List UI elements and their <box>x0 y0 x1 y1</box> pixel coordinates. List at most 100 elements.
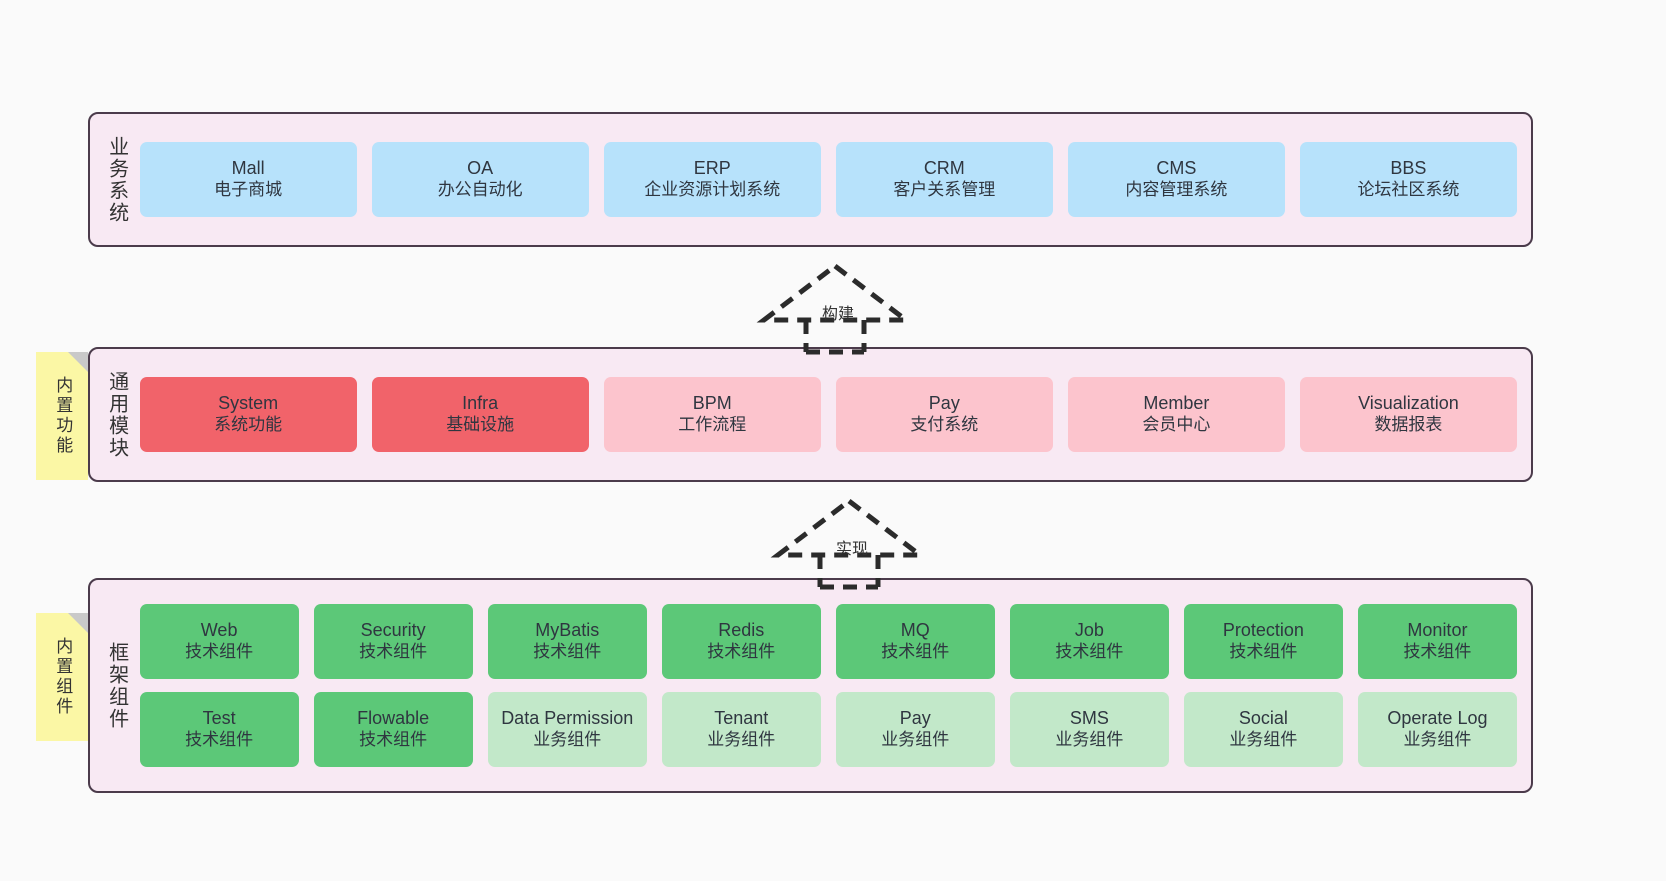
layer-framework-components[interactable]: 框架组件 Web 技术组件 Security 技术组件 MyBatis 技术组件… <box>88 578 1533 793</box>
note-builtin-components[interactable]: 内置组件 <box>36 613 88 741</box>
layer-business-systems-label: 业务系统 <box>105 135 128 224</box>
node-erp[interactable]: ERP 企业资源计划系统 <box>603 142 821 217</box>
node-title: Web <box>200 620 238 641</box>
node-title: Monitor <box>1407 620 1468 641</box>
layer-framework-components-body: Web 技术组件 Security 技术组件 MyBatis 技术组件 Redi… <box>138 604 1531 767</box>
node-subtitle: 业务组件 <box>881 730 950 750</box>
layer-business-systems[interactable]: 业务系统 Mall 电子商城 OA 办公自动化 ERP 企业资源计划系统 CRM… <box>88 112 1533 247</box>
node-subtitle: 数据报表 <box>1374 415 1443 435</box>
layer-common-modules-body: System 系统功能 Infra 基础设施 BPM 工作流程 Pay 支付系统… <box>138 377 1531 452</box>
node-redis[interactable]: Redis 技术组件 <box>661 604 821 679</box>
node-security[interactable]: Security 技术组件 <box>313 604 473 679</box>
node-visualization[interactable]: Visualization 数据报表 <box>1299 377 1517 452</box>
node-subtitle: 技术组件 <box>1403 642 1472 662</box>
node-title: ERP <box>693 158 731 179</box>
note-label: 内置功能 <box>53 376 73 456</box>
node-title: Operate Log <box>1387 708 1488 729</box>
node-pay-module[interactable]: Pay 支付系统 <box>835 377 1053 452</box>
node-subtitle: 工作流程 <box>678 415 747 435</box>
node-mall[interactable]: Mall 电子商城 <box>139 142 357 217</box>
node-subtitle: 办公自动化 <box>437 180 523 200</box>
node-title: MyBatis <box>535 620 600 641</box>
node-data-permission[interactable]: Data Permission 业务组件 <box>487 692 647 767</box>
node-subtitle: 技术组件 <box>359 642 428 662</box>
node-title: Flowable <box>357 708 430 729</box>
node-subtitle: 技术组件 <box>185 730 254 750</box>
node-infra[interactable]: Infra 基础设施 <box>371 377 589 452</box>
node-cms[interactable]: CMS 内容管理系统 <box>1067 142 1285 217</box>
node-subtitle: 业务组件 <box>533 730 602 750</box>
node-title: Job <box>1074 620 1104 641</box>
node-job[interactable]: Job 技术组件 <box>1009 604 1169 679</box>
node-sms[interactable]: SMS 业务组件 <box>1009 692 1169 767</box>
node-subtitle: 技术组件 <box>533 642 602 662</box>
node-title: Pay <box>928 393 960 414</box>
node-subtitle: 系统功能 <box>214 415 283 435</box>
node-row: Mall 电子商城 OA 办公自动化 ERP 企业资源计划系统 CRM 客户关系… <box>139 142 1517 217</box>
node-title: Member <box>1143 393 1210 414</box>
node-title: OA <box>467 158 494 179</box>
node-row: System 系统功能 Infra 基础设施 BPM 工作流程 Pay 支付系统… <box>139 377 1517 452</box>
node-subtitle: 技术组件 <box>359 730 428 750</box>
node-subtitle: 技术组件 <box>1055 642 1124 662</box>
arrow-stem <box>817 555 881 590</box>
node-title: BPM <box>692 393 732 414</box>
node-web[interactable]: Web 技术组件 <box>139 604 299 679</box>
node-tenant[interactable]: Tenant 业务组件 <box>661 692 821 767</box>
node-pay-component[interactable]: Pay 业务组件 <box>835 692 995 767</box>
node-subtitle: 技术组件 <box>707 642 776 662</box>
node-mq[interactable]: MQ 技术组件 <box>835 604 995 679</box>
node-title: CRM <box>923 158 965 179</box>
connector-implement-arrow: 实现 <box>770 497 928 590</box>
node-title: System <box>218 393 279 414</box>
node-title: MQ <box>900 620 930 641</box>
node-title: Infra <box>462 393 499 414</box>
node-title: Test <box>202 708 236 729</box>
node-operate-log[interactable]: Operate Log 业务组件 <box>1357 692 1517 767</box>
node-title: CMS <box>1156 158 1197 179</box>
node-flowable[interactable]: Flowable 技术组件 <box>313 692 473 767</box>
node-title: Redis <box>718 620 765 641</box>
node-subtitle: 企业资源计划系统 <box>644 180 781 200</box>
node-title: Mall <box>231 158 265 179</box>
node-title: Tenant <box>714 708 769 729</box>
node-subtitle: 业务组件 <box>707 730 776 750</box>
node-subtitle: 技术组件 <box>881 642 950 662</box>
node-row: Web 技术组件 Security 技术组件 MyBatis 技术组件 Redi… <box>139 604 1517 679</box>
node-member[interactable]: Member 会员中心 <box>1067 377 1285 452</box>
node-title: Social <box>1238 708 1288 729</box>
node-title: Protection <box>1222 620 1304 641</box>
node-bbs[interactable]: BBS 论坛社区系统 <box>1299 142 1517 217</box>
node-title: Security <box>360 620 426 641</box>
node-mybatis[interactable]: MyBatis 技术组件 <box>487 604 647 679</box>
node-title: BBS <box>1390 158 1427 179</box>
node-subtitle: 支付系统 <box>910 415 979 435</box>
arrow-head <box>770 497 928 558</box>
node-system[interactable]: System 系统功能 <box>139 377 357 452</box>
layer-framework-components-label: 框架组件 <box>105 641 128 730</box>
node-subtitle: 电子商城 <box>214 180 283 200</box>
node-subtitle: 技术组件 <box>185 642 254 662</box>
node-title: Data Permission <box>501 708 634 729</box>
node-title: Pay <box>899 708 931 729</box>
node-monitor[interactable]: Monitor 技术组件 <box>1357 604 1517 679</box>
node-subtitle: 业务组件 <box>1403 730 1472 750</box>
node-crm[interactable]: CRM 客户关系管理 <box>835 142 1053 217</box>
connector-build-arrow: 构建 <box>756 262 914 355</box>
node-row: Test 技术组件 Flowable 技术组件 Data Permission … <box>139 692 1517 767</box>
node-subtitle: 业务组件 <box>1055 730 1124 750</box>
note-label: 内置组件 <box>53 637 73 717</box>
arrow-head <box>756 262 914 323</box>
note-fold-icon <box>68 613 88 633</box>
node-test[interactable]: Test 技术组件 <box>139 692 299 767</box>
layer-common-modules[interactable]: 通用模块 System 系统功能 Infra 基础设施 BPM 工作流程 Pay… <box>88 347 1533 482</box>
node-subtitle: 技术组件 <box>1229 642 1298 662</box>
note-builtin-features[interactable]: 内置功能 <box>36 352 88 480</box>
node-bpm[interactable]: BPM 工作流程 <box>603 377 821 452</box>
node-protection[interactable]: Protection 技术组件 <box>1183 604 1343 679</box>
node-social[interactable]: Social 业务组件 <box>1183 692 1343 767</box>
node-subtitle: 论坛社区系统 <box>1357 180 1460 200</box>
node-subtitle: 基础设施 <box>446 415 515 435</box>
node-oa[interactable]: OA 办公自动化 <box>371 142 589 217</box>
